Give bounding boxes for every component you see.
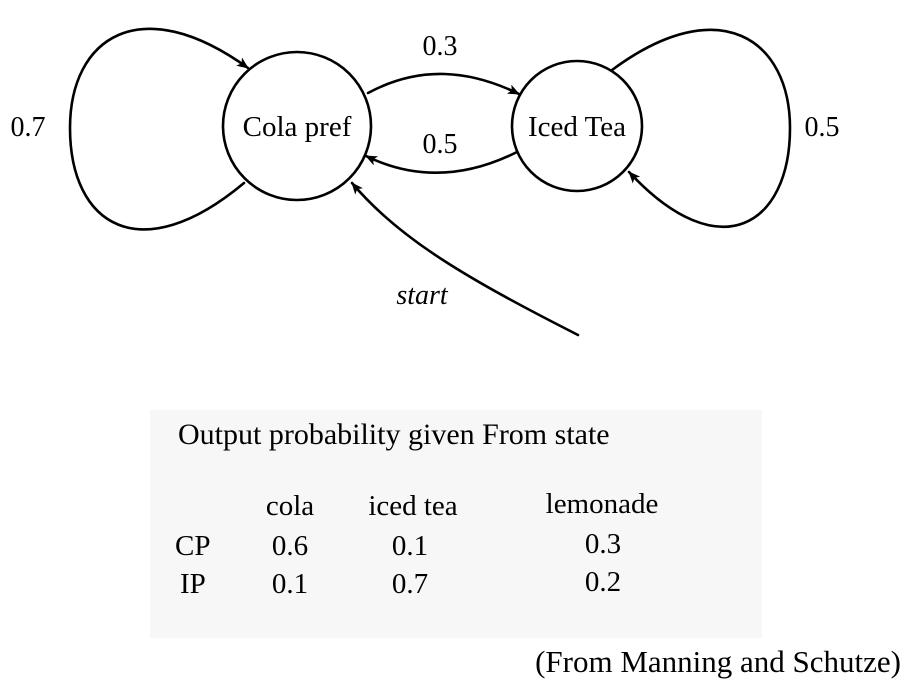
column-header-lemonade: lemonade	[545, 488, 659, 520]
table-title: Output probability given From state	[178, 418, 610, 451]
column-header-cola: cola	[265, 490, 315, 522]
start-label: start	[396, 280, 449, 311]
state-circle-cola-pref	[221, 50, 373, 202]
prob-label-cola-to-icedtea: 0.3	[423, 31, 458, 62]
state-circle-iced-tea	[510, 59, 644, 193]
row-label-ip: IP	[180, 568, 206, 600]
table-cell-cp-cola: 0.6	[271, 530, 309, 562]
edge-icedtea-to-cola	[364, 150, 519, 175]
table-cell-ip-lemonade: 0.2	[584, 566, 622, 598]
row-label-cp: CP	[175, 530, 211, 562]
prob-label-cola-self: 0.7	[11, 112, 46, 143]
source-note: (From Manning and Schutze)	[535, 644, 901, 679]
column-header-iced-tea: iced tea	[368, 490, 458, 522]
state-label-iced-tea: Iced Tea	[528, 111, 626, 143]
edge-cola-to-icedtea	[366, 72, 521, 96]
table-cell-cp-lemonade: 0.3	[584, 528, 622, 560]
table-cell-ip-cola: 0.1	[271, 568, 309, 600]
state-label-cola-pref: Cola pref	[243, 111, 352, 143]
prob-label-icedtea-self: 0.5	[805, 112, 840, 143]
self-loop-cola-pref	[68, 27, 250, 231]
table-cell-cp-iced-tea: 0.1	[391, 530, 429, 562]
table-cell-ip-iced-tea: 0.7	[391, 568, 429, 600]
self-loop-iced-tea	[610, 28, 792, 229]
prob-label-icedtea-to-cola: 0.5	[423, 129, 458, 160]
output-probability-table: Output probability given From state cola…	[150, 410, 762, 638]
start-arrow	[350, 181, 580, 337]
